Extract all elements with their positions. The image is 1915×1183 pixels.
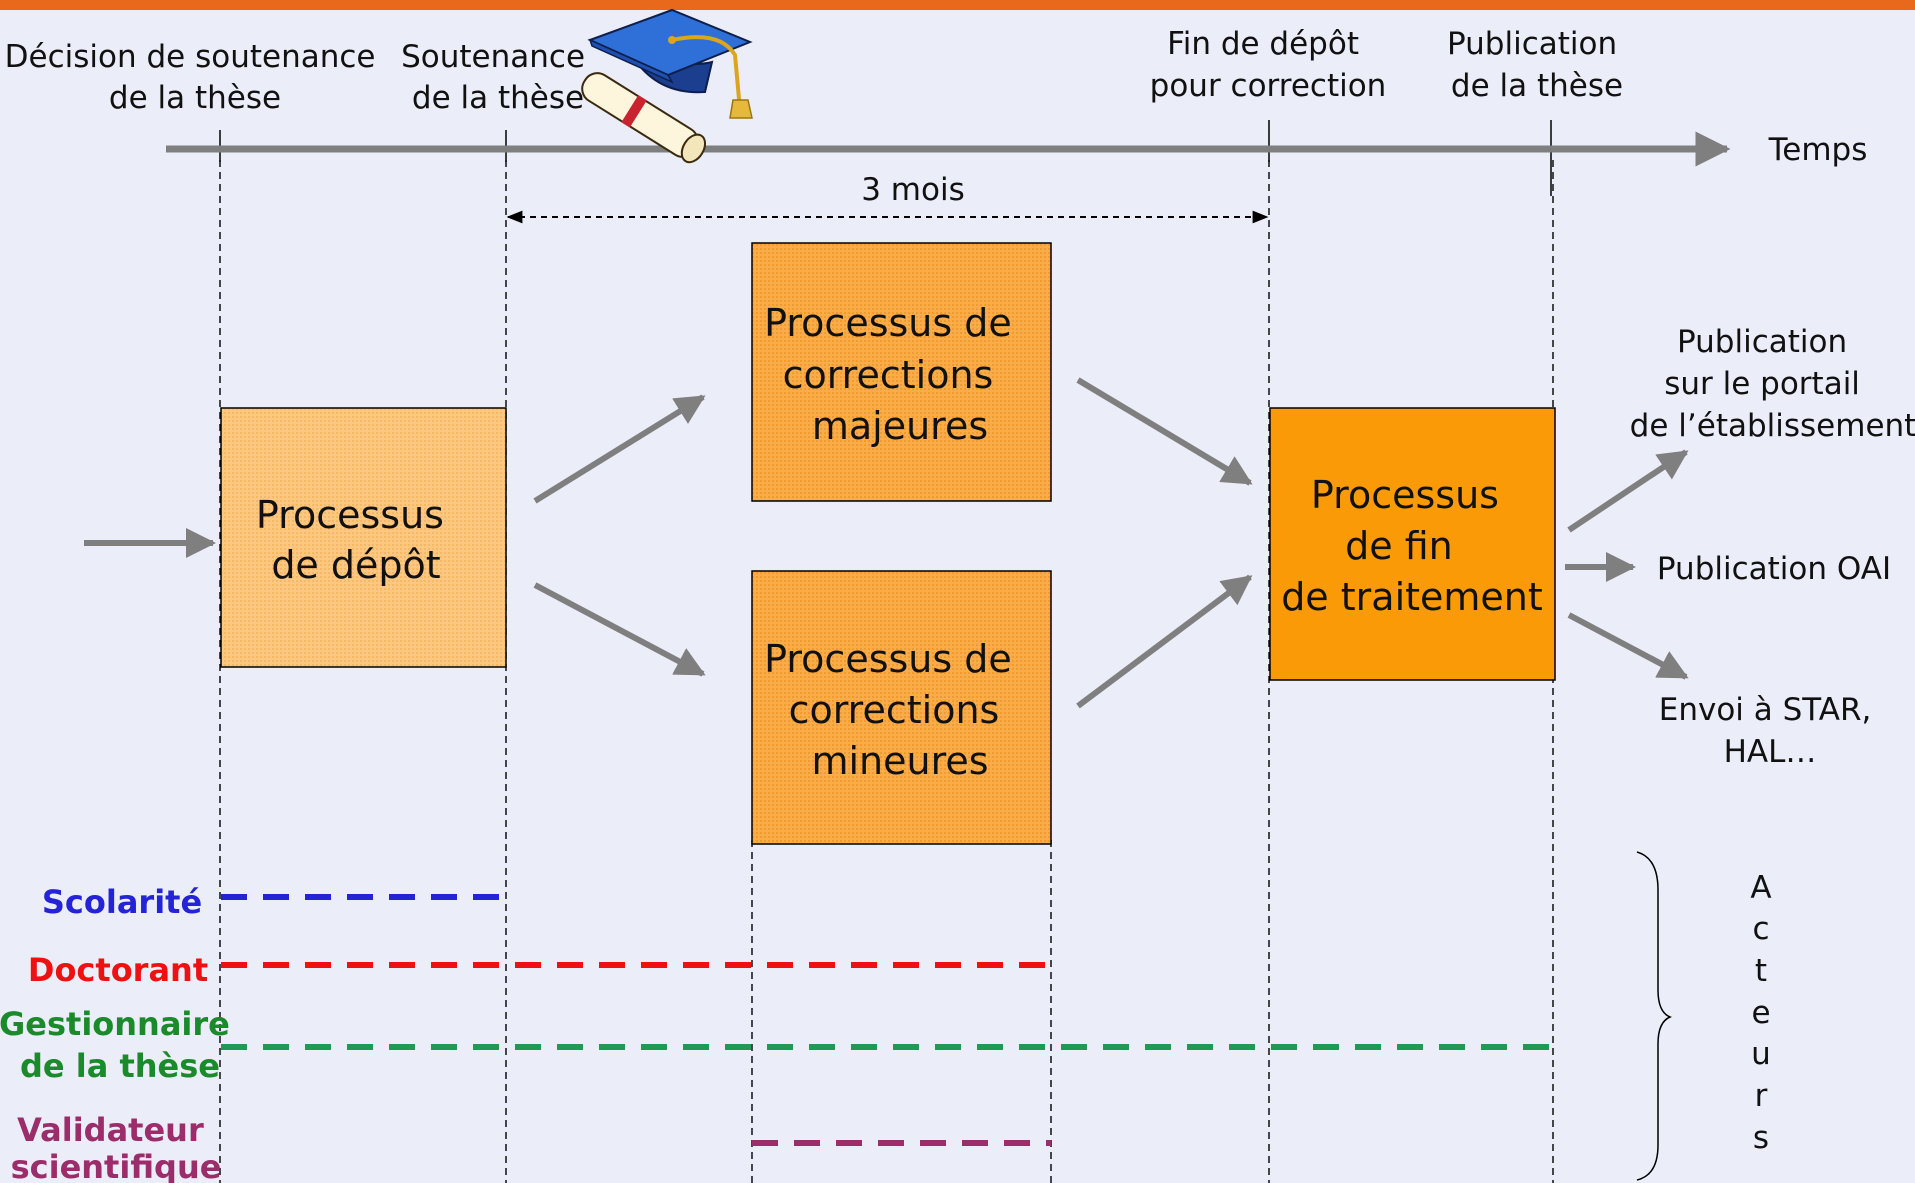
flow-arrow-from-majeures bbox=[1076, 377, 1253, 486]
flow-arrow-to-portail bbox=[1567, 449, 1689, 533]
svg-text:t: t bbox=[1755, 953, 1767, 989]
svg-text:Processus de fin d: Processus de fin de traitement bbox=[1281, 473, 1543, 619]
actors-title: A c t e u r s bbox=[1750, 870, 1771, 1156]
actor-label-gestionnaire: Gestionnaire de la thèse bbox=[0, 1005, 241, 1085]
process-fin-traitement: Processus de fin de traitement bbox=[1269, 407, 1556, 681]
svg-text:s: s bbox=[1753, 1120, 1769, 1156]
output-oai: Publication OAI bbox=[1657, 551, 1891, 587]
process-corrections-majeures: Processus de corrections majeures bbox=[751, 242, 1052, 502]
duration-label: 3 mois bbox=[861, 172, 965, 208]
actor-label-validateur: Validateur scientifique bbox=[11, 1111, 222, 1183]
flow-arrows bbox=[84, 377, 1689, 709]
process-depot: Processus de dépôt bbox=[220, 407, 507, 668]
svg-text:c: c bbox=[1752, 911, 1769, 947]
flow-arrow-to-majeures bbox=[533, 394, 706, 504]
svg-text:Processus de dépôt: Processus de dépôt bbox=[256, 493, 456, 587]
flow-arrow-to-star bbox=[1567, 612, 1689, 680]
flow-arrow-from-mineures bbox=[1076, 574, 1253, 709]
output-star-hal: Envoi à STAR, HAL… bbox=[1659, 692, 1882, 770]
timeline-time-label: Temps bbox=[1768, 132, 1868, 168]
header-bar bbox=[0, 0, 1915, 10]
process-corrections-mineures: Processus de corrections mineures bbox=[751, 570, 1052, 845]
svg-text:r: r bbox=[1755, 1078, 1768, 1114]
event-label-decision: Décision de soutenance de la thèse bbox=[5, 39, 386, 116]
svg-text:A: A bbox=[1750, 870, 1771, 906]
graduation-cap-icon bbox=[581, 8, 753, 164]
event-label-soutenance: Soutenance de la thèse bbox=[401, 39, 595, 116]
svg-text:Processus de corrections: Processus de corrections majeures bbox=[764, 301, 1024, 448]
output-portail: Publication sur le portail de l’établiss… bbox=[1630, 324, 1915, 444]
svg-text:e: e bbox=[1751, 995, 1770, 1031]
flow-arrow-to-mineures bbox=[533, 582, 706, 677]
svg-text:u: u bbox=[1751, 1036, 1771, 1072]
actor-label-doctorant: Doctorant bbox=[28, 951, 208, 989]
svg-text:Processus de corrections: Processus de corrections mineures bbox=[764, 637, 1024, 783]
actors-brace bbox=[1636, 851, 1672, 1181]
actor-label-scolarite: Scolarité bbox=[42, 883, 202, 921]
event-label-fin-depot: Fin de dépôt pour correction bbox=[1150, 26, 1387, 104]
guide-lines bbox=[219, 160, 1554, 1183]
event-label-publication: Publication de la thèse bbox=[1447, 26, 1627, 104]
